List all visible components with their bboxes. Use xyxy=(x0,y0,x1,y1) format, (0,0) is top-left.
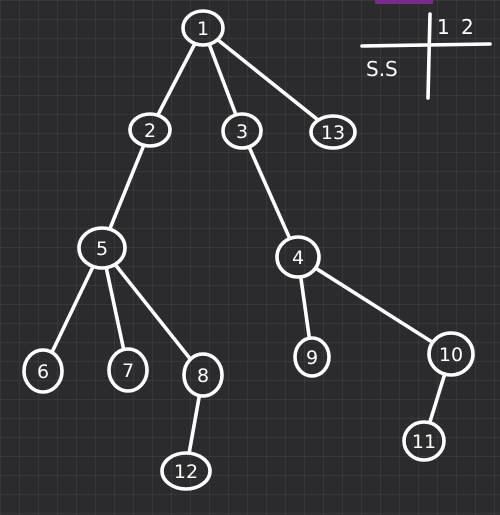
edge-8-12 xyxy=(187,394,202,455)
tree-node-2: 2 xyxy=(128,112,172,148)
node-label: 5 xyxy=(96,238,108,260)
edge-5-6 xyxy=(50,265,95,354)
edge-4-10 xyxy=(313,266,435,344)
node-circle xyxy=(22,348,64,394)
tree-node-6: 6 xyxy=(22,348,64,394)
table-row-label: S.S xyxy=(366,57,398,81)
tree-node-7: 7 xyxy=(107,347,149,393)
node-label: 7 xyxy=(122,360,134,382)
table-header-2: 2 xyxy=(461,15,474,39)
node-circle xyxy=(275,235,321,279)
node-label: 11 xyxy=(412,431,436,453)
node-label: 2 xyxy=(144,120,156,142)
node-circle xyxy=(77,226,127,270)
node-label: 4 xyxy=(292,247,304,269)
node-label: 9 xyxy=(306,347,318,369)
edge-1-2 xyxy=(156,42,197,117)
tree-node-11: 11 xyxy=(402,420,446,462)
edge-10-11 xyxy=(427,372,447,425)
node-circle xyxy=(128,112,172,148)
tree-node-5: 5 xyxy=(77,226,127,270)
node-label: 12 xyxy=(174,461,198,483)
node-circle xyxy=(427,331,475,377)
node-circle xyxy=(181,9,225,47)
edge-4-9 xyxy=(298,275,312,340)
node-label: 6 xyxy=(37,361,49,383)
accent-bar xyxy=(375,0,433,4)
node-circle xyxy=(293,336,331,378)
table-vertical-line xyxy=(426,12,432,100)
node-circle xyxy=(182,352,224,398)
edge-layer xyxy=(50,38,447,455)
node-circle xyxy=(221,112,263,150)
table-sketch: 1 2 S.S xyxy=(360,12,492,100)
edge-3-4 xyxy=(247,145,292,240)
node-label: 10 xyxy=(439,344,463,366)
node-label: 8 xyxy=(197,365,209,387)
table-horizontal-line xyxy=(360,42,492,48)
tree-node-10: 10 xyxy=(427,331,475,377)
edge-1-3 xyxy=(207,42,238,117)
node-label: 3 xyxy=(236,121,248,143)
node-circle xyxy=(402,420,446,462)
node-circle xyxy=(309,114,357,150)
tree-node-3: 3 xyxy=(221,112,263,150)
table-header-1: 1 xyxy=(437,15,450,39)
tree-node-12: 12 xyxy=(160,451,212,491)
node-label: 1 xyxy=(197,18,209,40)
tree-node-4: 4 xyxy=(275,235,321,279)
tree-node-13: 13 xyxy=(309,114,357,150)
tree-node-1: 1 xyxy=(181,9,225,47)
node-label: 13 xyxy=(321,122,345,144)
edge-2-5 xyxy=(108,143,146,231)
tree-node-8: 8 xyxy=(182,352,224,398)
node-circle xyxy=(107,347,149,393)
edge-1-13 xyxy=(216,38,320,122)
edge-5-8 xyxy=(113,263,192,361)
tree-node-9: 9 xyxy=(293,336,331,378)
node-circle xyxy=(160,451,212,491)
edge-5-7 xyxy=(104,266,126,351)
